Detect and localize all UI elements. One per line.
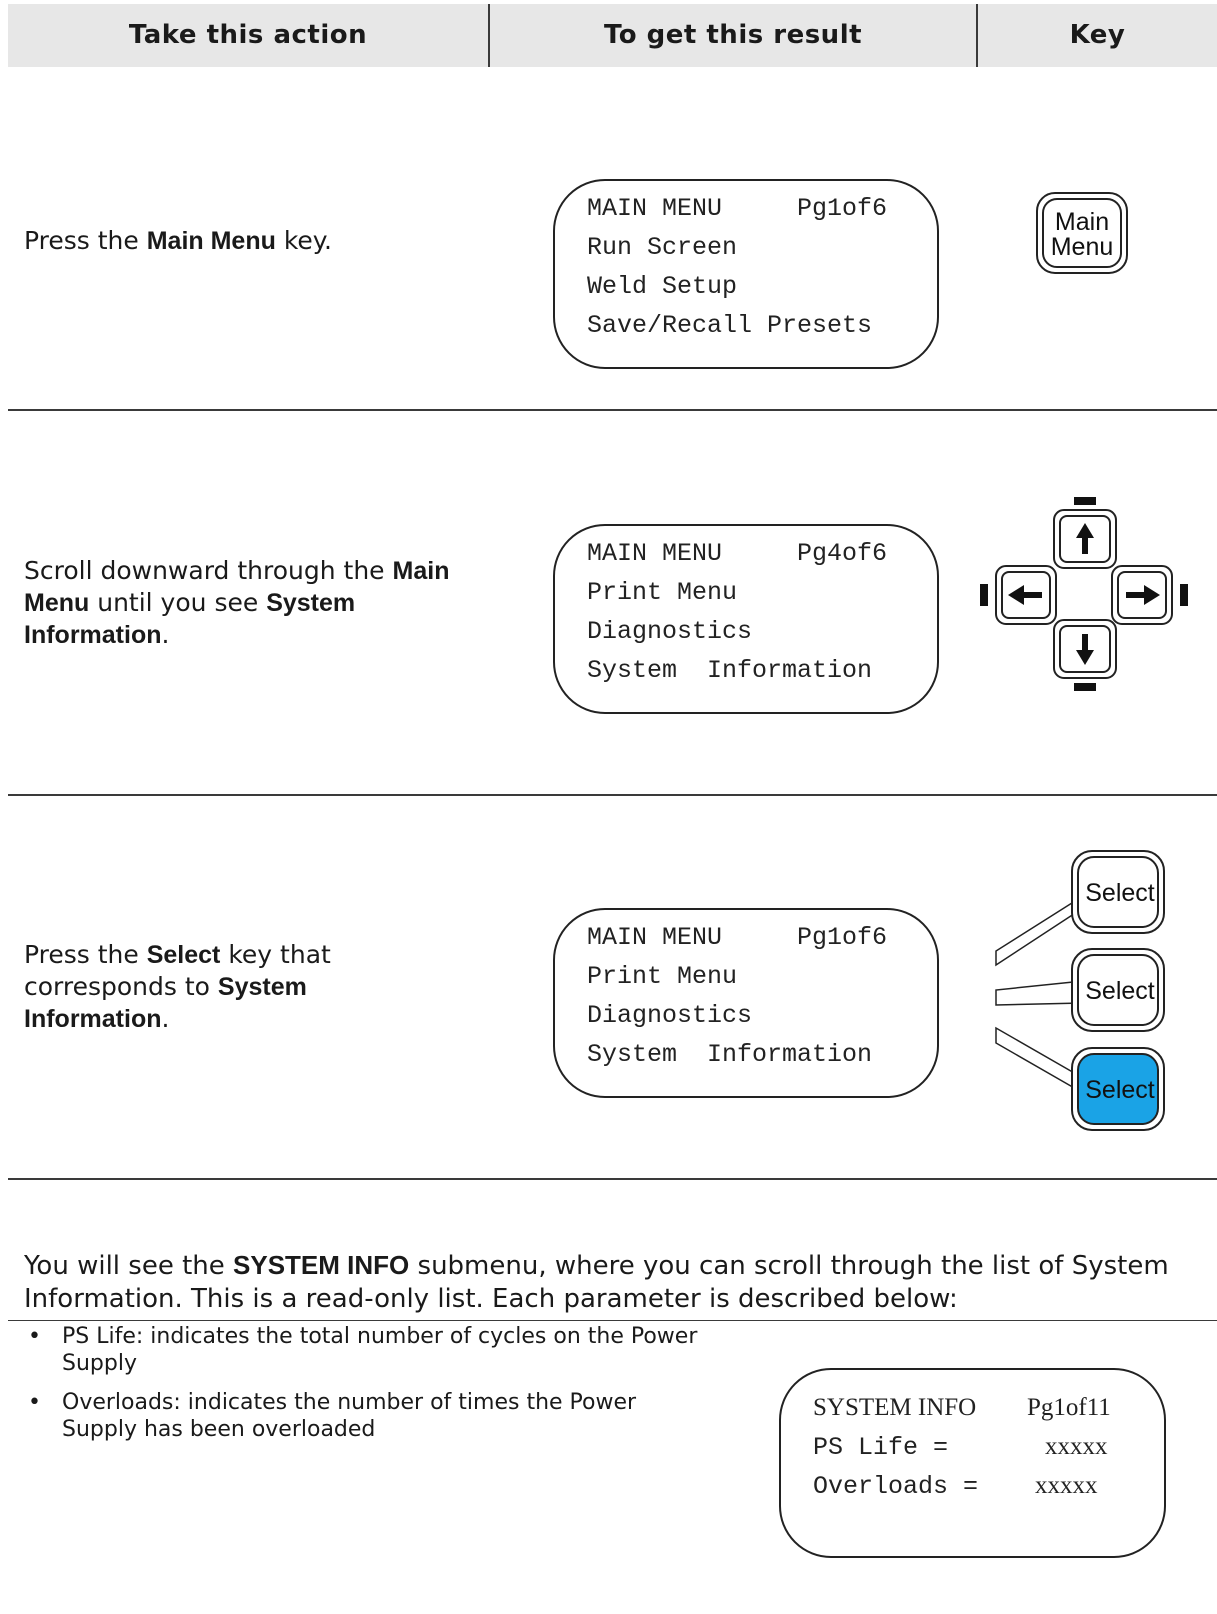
header-take-action: Take this action [128,20,368,50]
lcd-line: Run Screen [587,233,738,262]
main-menu-key[interactable]: Main Menu [1035,191,1131,277]
lcd-line: Weld Setup [587,272,738,301]
table-header: Take this action To get this result Key [8,4,1217,67]
overloads-label: Overloads = [813,1472,979,1501]
header-divider [488,4,490,67]
lcd-line: System Information [587,1040,873,1069]
row2-action-text: Scroll downward through the Main Menu un… [24,556,450,649]
arrow-left-icon [1008,585,1042,605]
header-key: Key [1069,20,1126,50]
arrow-up-icon [1076,523,1094,554]
header-divider [976,4,978,67]
lcd-line: Print Menu [587,578,738,607]
lcd-line: MAIN MENU Pg1of6 [587,923,888,952]
row-divider [8,794,1217,796]
lcd-line: System Information [587,656,873,685]
list-item: •PS Life: indicates the total number of … [28,1324,698,1376]
lcd-line: MAIN MENU Pg4of6 [587,539,888,568]
row3-lcd-display: MAIN MENU Pg1of6 Print Menu Diagnostics … [553,908,939,1098]
select-key-label: Select [1085,977,1155,1005]
sysinfo-title: SYSTEM INFO [813,1394,977,1421]
lcd-line: Print Menu [587,962,738,991]
select-key-label: Select [1085,879,1155,907]
down-arrow-key[interactable] [1053,619,1117,679]
arrow-down-icon [1076,634,1094,665]
select-key-3-highlighted[interactable]: Select [1071,1047,1165,1131]
right-arrow-key[interactable] [1111,565,1173,625]
select-keys-group: Select Select Select [995,850,1165,1131]
header-result: To get this result [603,20,863,50]
list-item: •Overloads: indicates the number of time… [28,1390,637,1442]
parameter-list: •PS Life: indicates the total number of … [24,1323,714,1455]
row2-lcd-display: MAIN MENU Pg4of6 Print Menu Diagnostics … [553,524,939,714]
select-key-2[interactable]: Select [1071,948,1165,1032]
up-arrow-key[interactable] [1053,509,1117,569]
left-arrow-key[interactable] [995,565,1057,625]
row1-action-text: Press the Main Menu key. [24,226,332,255]
ps-life-label: PS Life = [813,1433,949,1462]
section-divider [8,1320,1217,1321]
lcd-line: Diagnostics [587,1001,753,1030]
overloads-value: xxxxx [1035,1472,1098,1499]
row-divider [8,409,1217,411]
main-menu-key-label-1: Main [1055,208,1109,236]
lcd-line: Save/Recall Presets [587,311,873,340]
row1-lcd-display: MAIN MENU Pg1of6 Run Screen Weld Setup S… [553,179,939,369]
main-menu-key-label-2: Menu [1051,233,1114,261]
row-divider [8,1178,1217,1180]
lcd-line: MAIN MENU Pg1of6 [587,194,888,223]
select-key-1[interactable]: Select [1071,850,1165,934]
select-key-label: Select [1085,1076,1155,1104]
ps-life-value: xxxxx [1045,1433,1108,1460]
arrow-right-icon [1126,585,1160,605]
system-info-intro: You will see the SYSTEM INFO submenu, wh… [24,1250,1169,1314]
system-info-lcd-display: SYSTEM INFO Pg1of11 PS Life = xxxxx Over… [779,1368,1166,1558]
sysinfo-page: Pg1of11 [1027,1394,1111,1421]
row3-action-text: Press the Select key that corresponds to… [24,940,331,1033]
lcd-line: Diagnostics [587,617,753,646]
arrow-keypad [980,497,1188,691]
